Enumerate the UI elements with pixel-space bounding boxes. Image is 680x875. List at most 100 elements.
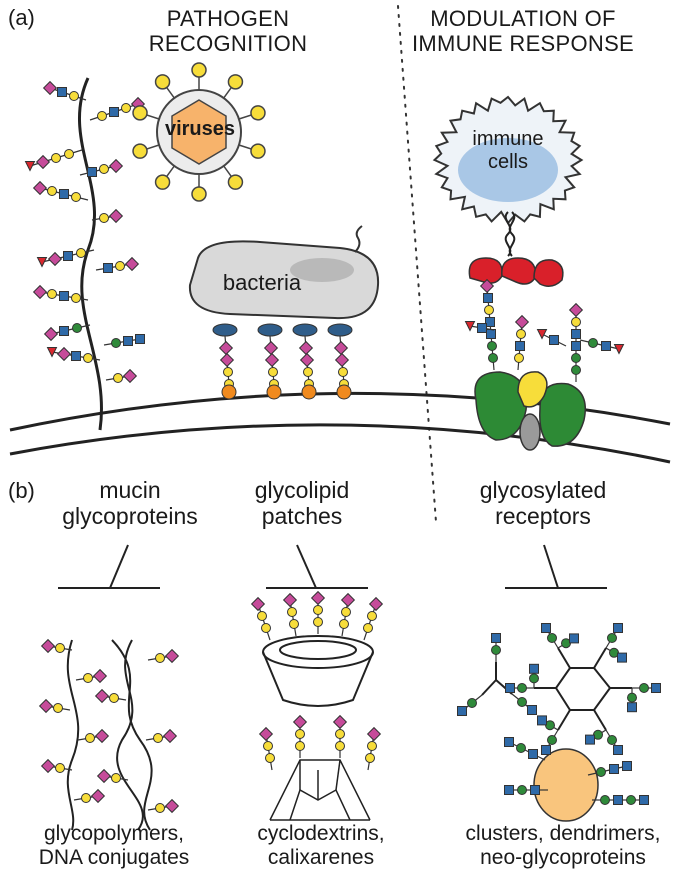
virus-spike-head — [191, 62, 207, 78]
sugar-blue — [63, 251, 73, 261]
sugar-green — [607, 735, 617, 745]
sugar-blue — [59, 326, 69, 336]
sugar-yellow — [83, 353, 93, 363]
sugar-yellow — [313, 617, 323, 627]
lipid-head — [336, 384, 352, 400]
sugar-yellow — [295, 741, 305, 751]
sugar-magenta — [162, 728, 178, 744]
mucin-strand — [78, 77, 103, 431]
sugar-red — [536, 329, 548, 340]
sugar-yellow — [83, 673, 93, 683]
sugar-yellow — [289, 619, 299, 629]
category-glycosylated-receptors: glycosylated receptors — [448, 477, 638, 530]
sugar-green — [467, 698, 477, 708]
sugar-yellow — [313, 605, 323, 615]
sugar-green — [488, 353, 498, 363]
sugar-green — [639, 683, 649, 693]
sugar-magenta — [568, 302, 584, 318]
bacteria — [188, 225, 380, 320]
sugar-green — [571, 365, 581, 375]
heading-left-line1: PATHOGEN — [166, 6, 290, 31]
divider-dotted — [397, 5, 437, 523]
glycopolymers — [66, 639, 153, 831]
example-1-line1: glycopolymers, — [43, 822, 185, 845]
sugar-yellow — [55, 763, 65, 773]
sugar-green — [547, 735, 557, 745]
sugar-magenta — [164, 798, 180, 814]
sugar-blue — [541, 745, 551, 755]
sugar-yellow — [121, 103, 131, 113]
lipid-head — [266, 384, 282, 400]
sugar-magenta — [32, 180, 48, 196]
sugar-blue — [491, 633, 501, 643]
sugar-magenta — [32, 284, 48, 300]
sugar-residues — [24, 62, 661, 814]
sugar-blue — [622, 761, 632, 771]
sugar-yellow — [338, 367, 348, 377]
sugar-yellow — [109, 693, 119, 703]
sugar-yellow — [263, 741, 273, 751]
sugar-green — [607, 633, 617, 643]
sugar-blue — [529, 663, 539, 674]
sugar-yellow — [335, 741, 345, 751]
heading-left-line2: RECOGNITION — [148, 31, 308, 57]
sugar-green — [517, 683, 527, 693]
sugar-magenta — [42, 80, 58, 96]
sugar-yellow — [113, 373, 123, 383]
label-immune-cells: immune cells — [468, 128, 548, 174]
virus-spike-head — [132, 143, 148, 159]
sugar-green — [517, 697, 527, 707]
bacterial-adhesin — [212, 323, 238, 337]
virus-spike-head — [154, 174, 171, 190]
virus-spike-head — [250, 143, 266, 159]
sugar-blue — [71, 351, 81, 361]
sugar-magenta — [368, 596, 384, 612]
sugar-red — [46, 347, 58, 358]
sugar-blue — [585, 734, 595, 745]
bacterial-adhesin — [327, 323, 353, 337]
label-viruses: viruses — [164, 118, 236, 140]
sugar-green — [111, 338, 121, 348]
category-1-line2: glycoproteins — [62, 503, 198, 530]
sugar-magenta — [94, 688, 110, 704]
sugar-yellow — [155, 653, 165, 663]
sugar-magenta — [310, 590, 326, 606]
sugar-green — [517, 785, 527, 795]
sugar-yellow — [287, 607, 297, 617]
sugar-yellow — [64, 149, 74, 159]
heading-right-line1: MODULATION OF — [430, 6, 616, 31]
receptor-complex — [474, 371, 586, 451]
sugar-yellow — [261, 623, 271, 633]
virus-spike-head — [250, 105, 266, 121]
sugar-blue — [651, 683, 661, 693]
sugar-yellow — [367, 741, 377, 751]
immune-cell — [432, 95, 584, 257]
category-glycolipid-patches: glycolipid patches — [222, 477, 382, 530]
sugar-green — [487, 341, 497, 351]
sugar-magenta — [108, 208, 124, 224]
sugar-magenta — [332, 714, 348, 730]
sugar-blue — [601, 341, 611, 351]
sugar-yellow — [365, 753, 375, 763]
sugar-yellow — [99, 164, 109, 174]
sugar-yellow — [295, 729, 305, 739]
sugar-blue — [571, 329, 581, 339]
sugar-yellow — [265, 753, 275, 763]
sugar-green — [596, 767, 606, 777]
sugar-blue — [537, 715, 547, 726]
example-3-line1: clusters, dendrimers, — [465, 822, 661, 845]
sugar-magenta — [258, 726, 274, 742]
sugar-green — [547, 633, 557, 643]
sugar-blue — [549, 335, 559, 345]
sugar-yellow — [341, 607, 351, 617]
sugar-yellow — [303, 367, 313, 377]
sugar-magenta — [43, 326, 59, 342]
sugar-magenta — [124, 256, 140, 272]
sugar-magenta — [333, 340, 349, 356]
sugar-yellow — [115, 261, 125, 271]
sugar-yellow — [514, 353, 524, 363]
virus-spike-head — [227, 74, 244, 90]
lipid-head — [301, 384, 317, 400]
sugar-magenta — [38, 698, 54, 714]
sugar-magenta — [96, 768, 112, 784]
